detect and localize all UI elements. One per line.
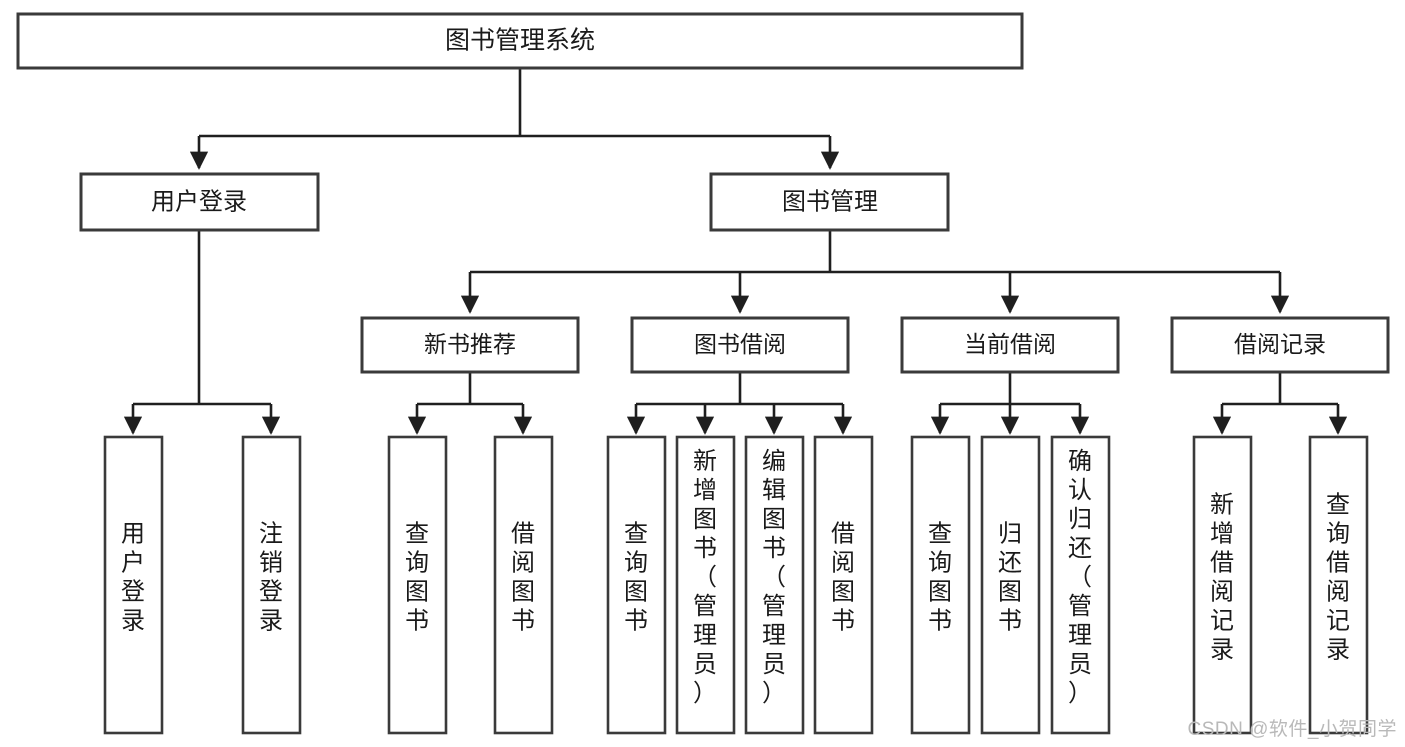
current-borrow-label: 当前借阅 — [964, 331, 1056, 357]
node-book-management[interactable]: 图书管理 — [709, 172, 950, 232]
leaf-label: 确认归还（管理员） — [1068, 448, 1092, 707]
book-borrow-box[interactable] — [630, 316, 850, 374]
leaf-label: 新增图书（管理员） — [693, 448, 717, 707]
leaf-node[interactable]: 注销登录 — [241, 435, 302, 735]
leaf-label: 查询借阅记录 — [1326, 492, 1350, 664]
leaf-box[interactable] — [1192, 435, 1253, 735]
leaf-box[interactable] — [387, 435, 448, 735]
new-book-recommend-label: 新书推荐 — [424, 331, 516, 357]
new-book-recommend-box[interactable] — [360, 316, 580, 374]
leaf-box[interactable] — [606, 435, 667, 735]
connectors-borrow-record-to-leaves — [1212, 372, 1348, 435]
leaf-label: 借阅图书 — [831, 521, 855, 635]
leaf-node[interactable]: 查询图书 — [387, 435, 448, 735]
node-new-book-recommend[interactable]: 新书推荐 — [360, 316, 580, 374]
leaf-node[interactable]: 归还图书 — [980, 435, 1041, 735]
borrow-record-box[interactable] — [1170, 316, 1390, 374]
connectors-book-management-to-level3 — [460, 230, 1290, 314]
leaf-node[interactable]: 借阅图书 — [493, 435, 554, 735]
root-box[interactable] — [16, 12, 1024, 70]
root-label: 图书管理系统 — [445, 27, 595, 55]
connectors-current-borrow-to-leaves — [930, 372, 1090, 435]
book-borrow-label: 图书借阅 — [694, 331, 786, 357]
user-login-box[interactable] — [79, 172, 320, 232]
connectors-user-login-to-leaves — [123, 230, 281, 435]
leaf-node[interactable]: 新增借阅记录 — [1192, 435, 1253, 735]
leaf-box[interactable] — [910, 435, 971, 735]
leaf-node[interactable]: 用户登录 — [103, 435, 164, 735]
leaf-label: 查询图书 — [624, 521, 648, 635]
leaf-box[interactable] — [744, 435, 805, 735]
leaf-node[interactable]: 查询借阅记录 — [1308, 435, 1369, 735]
leaf-box[interactable] — [103, 435, 164, 735]
leaf-node[interactable]: 查询图书 — [910, 435, 971, 735]
leaf-label: 编辑图书（管理员） — [762, 448, 786, 707]
node-user-login[interactable]: 用户登录 — [79, 172, 320, 232]
leaf-label: 用户登录 — [121, 521, 145, 635]
leaf-label: 归还图书 — [998, 521, 1022, 635]
leaf-box[interactable] — [1050, 435, 1111, 735]
leaf-label: 借阅图书 — [511, 521, 535, 635]
book-management-label: 图书管理 — [782, 188, 878, 215]
book-management-box[interactable] — [709, 172, 950, 232]
user-login-label: 用户登录 — [151, 188, 247, 215]
node-book-borrow[interactable]: 图书借阅 — [630, 316, 850, 374]
leaf-label: 查询图书 — [928, 521, 952, 635]
leaf-box[interactable] — [493, 435, 554, 735]
connectors-root-to-level2 — [189, 68, 840, 170]
leaf-node[interactable]: 编辑图书（管理员） — [744, 435, 805, 735]
leaf-node[interactable]: 确认归还（管理员） — [1050, 435, 1111, 735]
leaf-box[interactable] — [980, 435, 1041, 735]
leaf-label: 查询图书 — [405, 521, 429, 635]
leaf-label: 新增借阅记录 — [1210, 492, 1234, 664]
node-borrow-record[interactable]: 借阅记录 — [1170, 316, 1390, 374]
leaf-label: 注销登录 — [259, 521, 283, 635]
leaf-box[interactable] — [1308, 435, 1369, 735]
leaf-box[interactable] — [813, 435, 874, 735]
leaf-node[interactable]: 查询图书 — [606, 435, 667, 735]
connectors-new-book-to-leaves — [407, 372, 533, 435]
leaf-box[interactable] — [241, 435, 302, 735]
leaf-box[interactable] — [675, 435, 736, 735]
leaf-node[interactable]: 借阅图书 — [813, 435, 874, 735]
node-root-book-management-system[interactable]: 图书管理系统 — [16, 12, 1024, 70]
node-current-borrow[interactable]: 当前借阅 — [900, 316, 1120, 374]
leaf-node[interactable]: 新增图书（管理员） — [675, 435, 736, 735]
connectors-book-borrow-to-leaves — [626, 372, 853, 435]
borrow-record-label: 借阅记录 — [1234, 331, 1326, 357]
current-borrow-box[interactable] — [900, 316, 1120, 374]
